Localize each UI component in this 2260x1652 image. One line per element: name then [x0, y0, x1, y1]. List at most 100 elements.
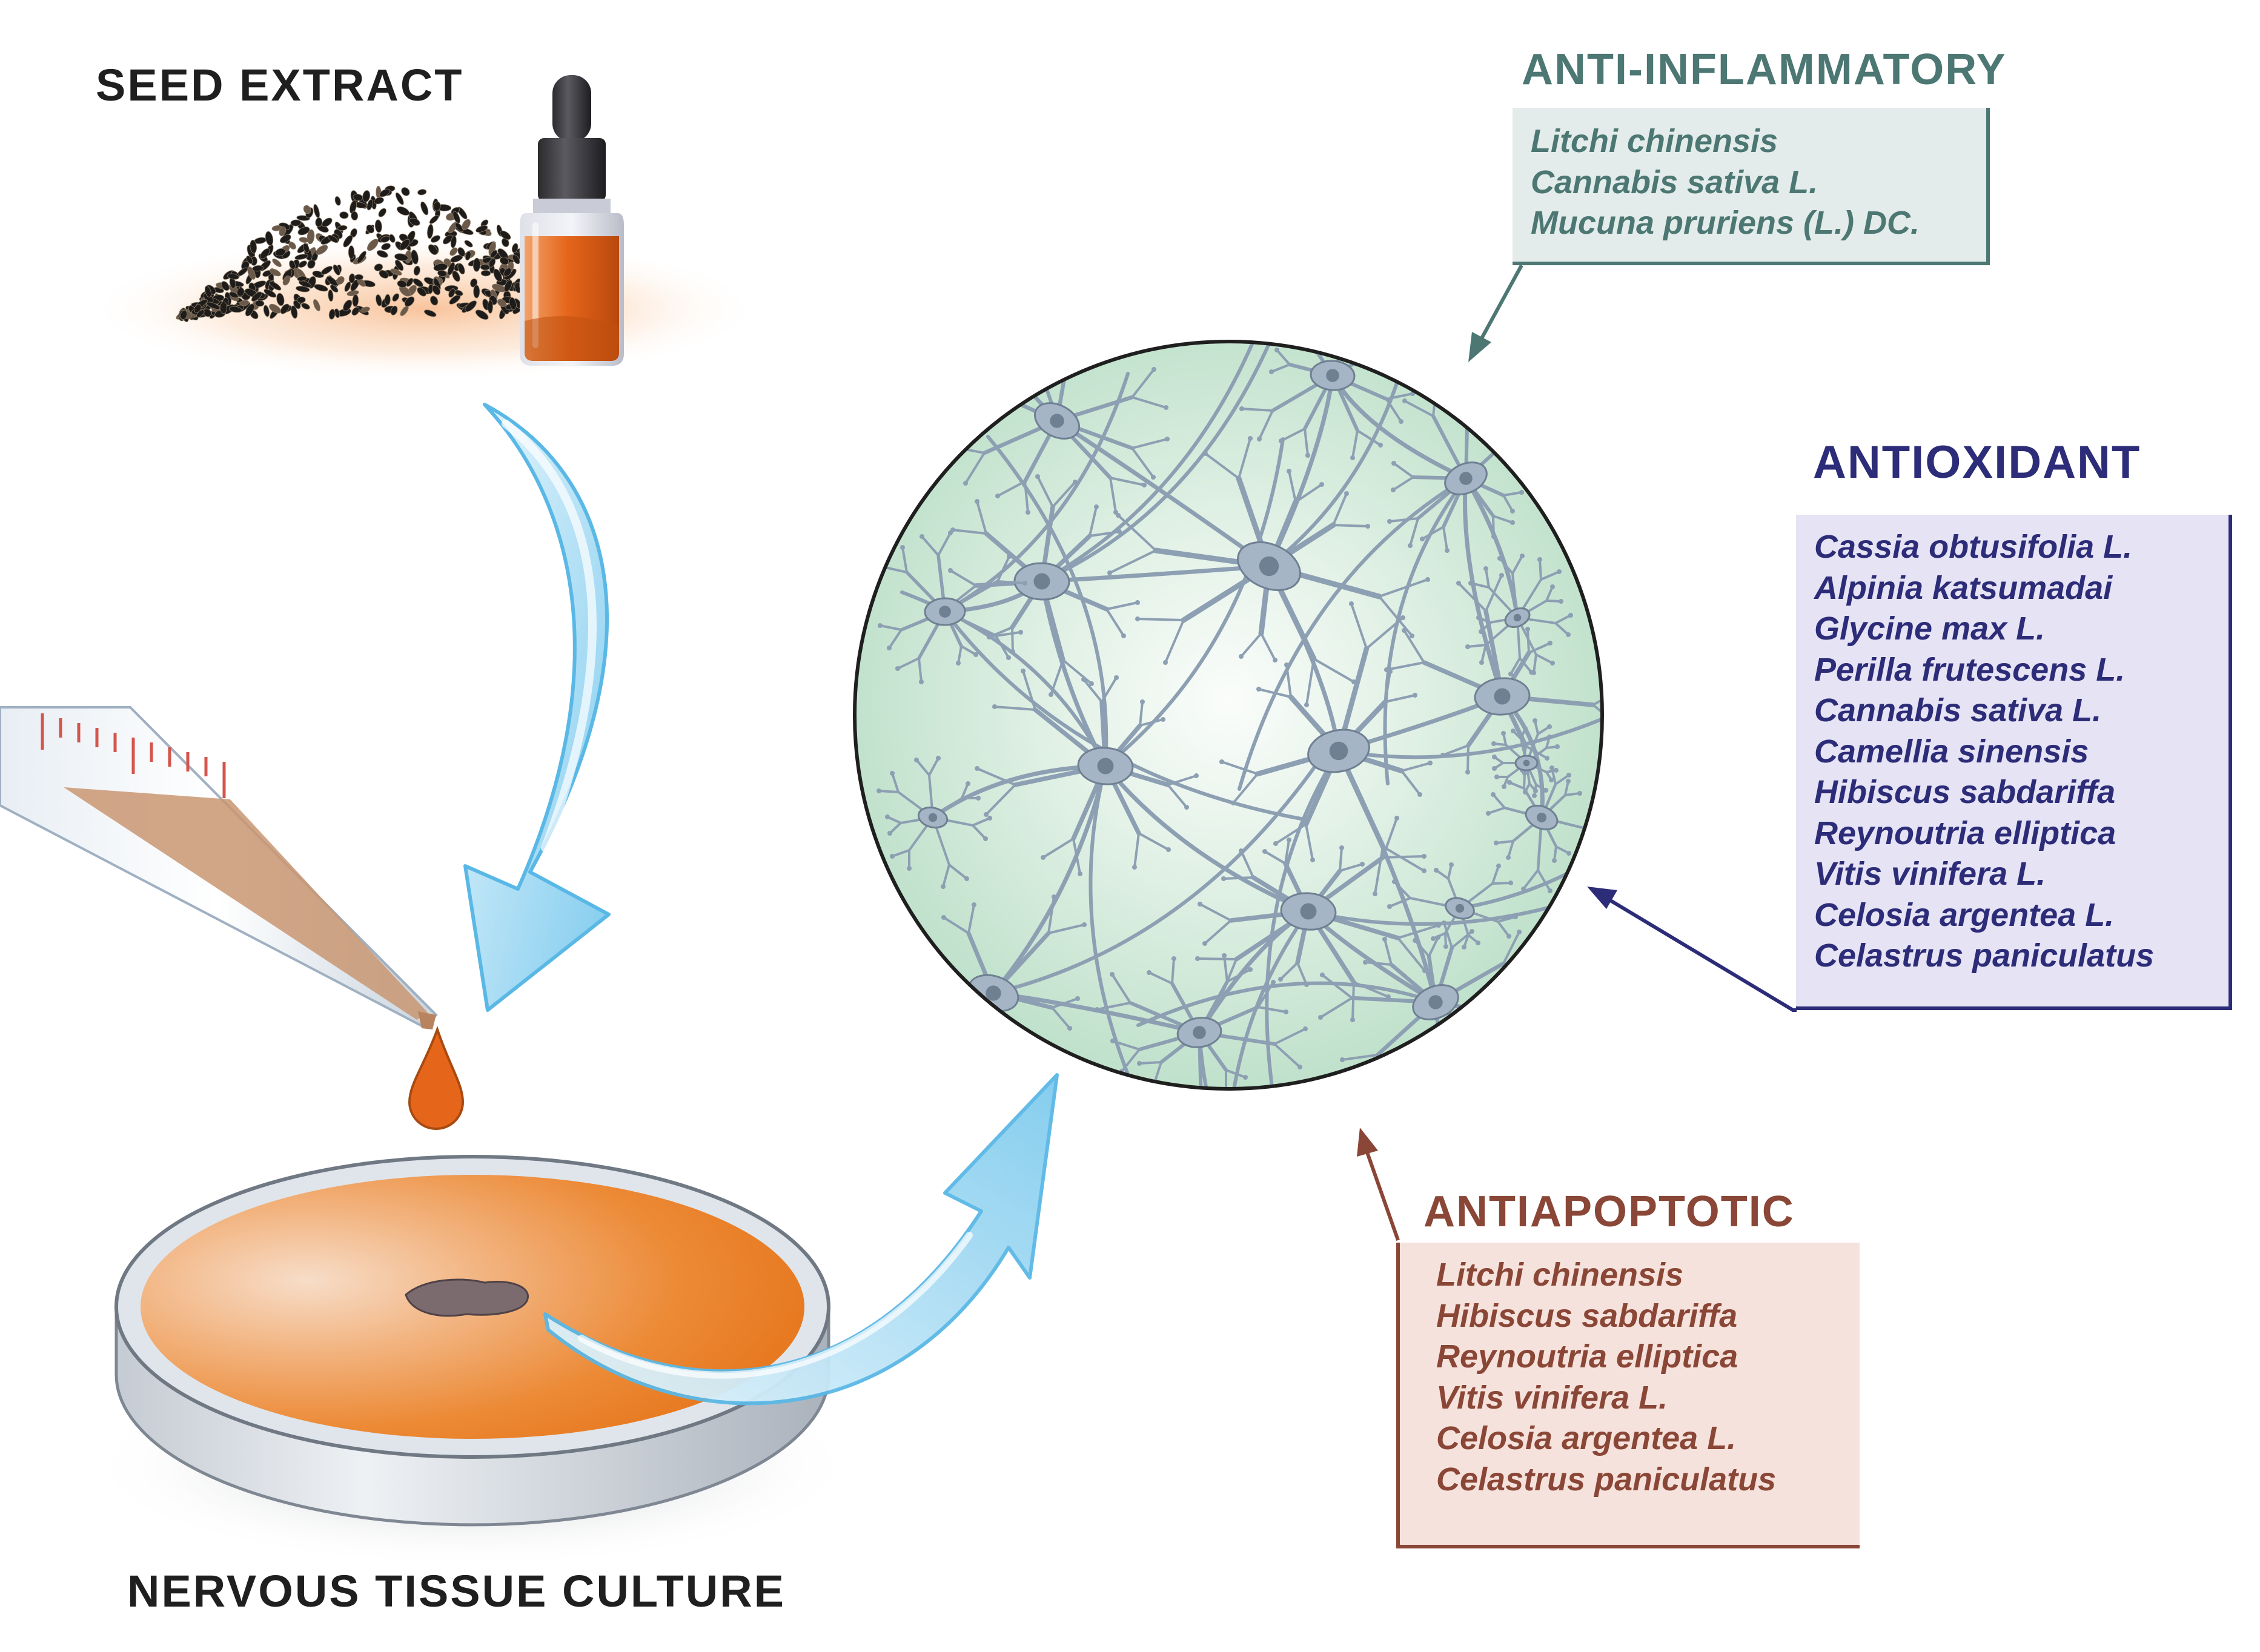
- axon: [1136, 981, 1437, 1027]
- dendrite-tip: [1491, 741, 1496, 746]
- dendrite-tip: [1137, 1061, 1142, 1066]
- dendrite-tip: [1555, 744, 1560, 749]
- seed: [381, 243, 391, 251]
- dendrite-tip: [1195, 956, 1200, 961]
- seed: [343, 235, 353, 248]
- dendrite-tip: [1566, 779, 1571, 784]
- dendrite-branch: [942, 864, 950, 888]
- seed: [251, 291, 262, 302]
- neuron-nucleus: [1033, 573, 1050, 590]
- dendrite-branch: [972, 817, 991, 827]
- dendrite-branch: [1400, 762, 1431, 772]
- dendrite-branch: [960, 645, 977, 656]
- seed: [294, 254, 308, 260]
- anti-inflammatory-list: Litchi chinensis Cannabis sativa L. Mucu…: [1513, 108, 1990, 265]
- antioxidant-item: Reynoutria elliptica: [1814, 814, 2116, 851]
- dendrite-tip: [1543, 788, 1548, 793]
- dendrite-branch: [891, 849, 910, 857]
- dendrite-branch: [1304, 428, 1309, 457]
- dendrite-tip: [1566, 632, 1571, 637]
- dendrite-tip: [1502, 784, 1506, 789]
- dendrite-branch: [1276, 349, 1291, 366]
- dropper-bottle-icon: [520, 75, 624, 366]
- dendrite-tip: [1194, 773, 1199, 778]
- dendrite-branch: [878, 790, 900, 793]
- dendrite-tip: [1465, 644, 1470, 649]
- dendrite-branch: [952, 529, 987, 535]
- seed: [511, 243, 519, 253]
- seed: [380, 236, 390, 243]
- dendrite-branch: [889, 822, 902, 834]
- dendrite-tip: [973, 652, 978, 657]
- seed: [473, 285, 480, 299]
- seed: [269, 303, 281, 314]
- axon: [1198, 1031, 1376, 1089]
- dendrite-tip: [1378, 443, 1383, 448]
- dendrite-branch: [943, 916, 970, 934]
- dendrite-branch: [1238, 437, 1251, 480]
- dendrite-tip: [1402, 628, 1407, 633]
- dendrite-tip: [1005, 1065, 1010, 1070]
- seed: [500, 257, 509, 265]
- dendrite-tip: [1182, 1126, 1187, 1131]
- seed: [227, 273, 239, 280]
- dendrite-branch: [1589, 821, 1602, 831]
- axon: [855, 976, 995, 1048]
- petri-dish-icon: [85, 1155, 860, 1568]
- dendrite-branch: [1499, 557, 1514, 575]
- seed: [279, 226, 287, 237]
- dendrite-tip: [1511, 729, 1516, 733]
- dendrite-tip: [1239, 406, 1244, 411]
- dendrite-branch: [1339, 863, 1364, 872]
- dendrite-tip: [1428, 761, 1433, 765]
- seed: [455, 222, 464, 233]
- dendrite-tip: [1550, 661, 1555, 666]
- seed: [352, 294, 359, 307]
- antioxidant-item: Cannabis sativa L.: [1814, 692, 2102, 729]
- dendrite-branch: [1204, 919, 1232, 945]
- seed: [303, 205, 311, 214]
- dendrite-tip: [1163, 660, 1168, 665]
- axon: [1265, 749, 1340, 1089]
- dendrite-tip: [976, 796, 981, 801]
- dendrite-tip: [1517, 930, 1522, 934]
- dendrite-branch: [1421, 526, 1445, 540]
- dendrite-branch: [1051, 1006, 1071, 1029]
- dendrite-tip: [1496, 864, 1501, 868]
- dendrite-branch: [976, 500, 987, 535]
- dendrite-branch: [937, 532, 952, 557]
- antiapoptotic-heading: ANTIAPOPTOTIC: [1423, 1188, 1795, 1236]
- dendrite-tip: [1422, 854, 1427, 859]
- dendrite-tip: [1506, 855, 1511, 860]
- seed: [252, 265, 264, 272]
- dendrite-tip: [1142, 483, 1147, 487]
- axon: [1040, 342, 1277, 583]
- dendrite-branch: [957, 645, 963, 664]
- seed: [384, 294, 391, 306]
- dendrite-tip: [1273, 841, 1278, 846]
- dendrite-tip: [1094, 504, 1099, 509]
- seed: [472, 257, 481, 272]
- neuron-nucleus: [1513, 613, 1522, 622]
- axon: [943, 610, 1310, 822]
- dendrite-branch: [1492, 515, 1495, 538]
- dendrite-branch: [1171, 957, 1175, 985]
- dendrite-tip: [1387, 904, 1392, 909]
- seed: [297, 276, 307, 282]
- neuron-culture-outline: [853, 340, 1604, 1091]
- dendrite-tip: [1052, 894, 1056, 899]
- dendrite-branch: [1089, 506, 1098, 537]
- dendrite-tip: [1452, 405, 1457, 410]
- seed: [433, 201, 441, 211]
- seed: [452, 270, 460, 282]
- dendrite-branch: [1491, 865, 1500, 885]
- seed: [339, 211, 349, 219]
- dendrite-branch: [1133, 832, 1140, 868]
- dendrite-tip: [1278, 977, 1283, 982]
- dendrite-tip: [987, 635, 992, 639]
- dendrite-tip: [914, 758, 919, 762]
- neuron-nucleus: [1300, 903, 1317, 920]
- seed: [343, 299, 353, 311]
- dendrite-branch: [1011, 626, 1014, 653]
- dendrite-branch: [1131, 396, 1167, 409]
